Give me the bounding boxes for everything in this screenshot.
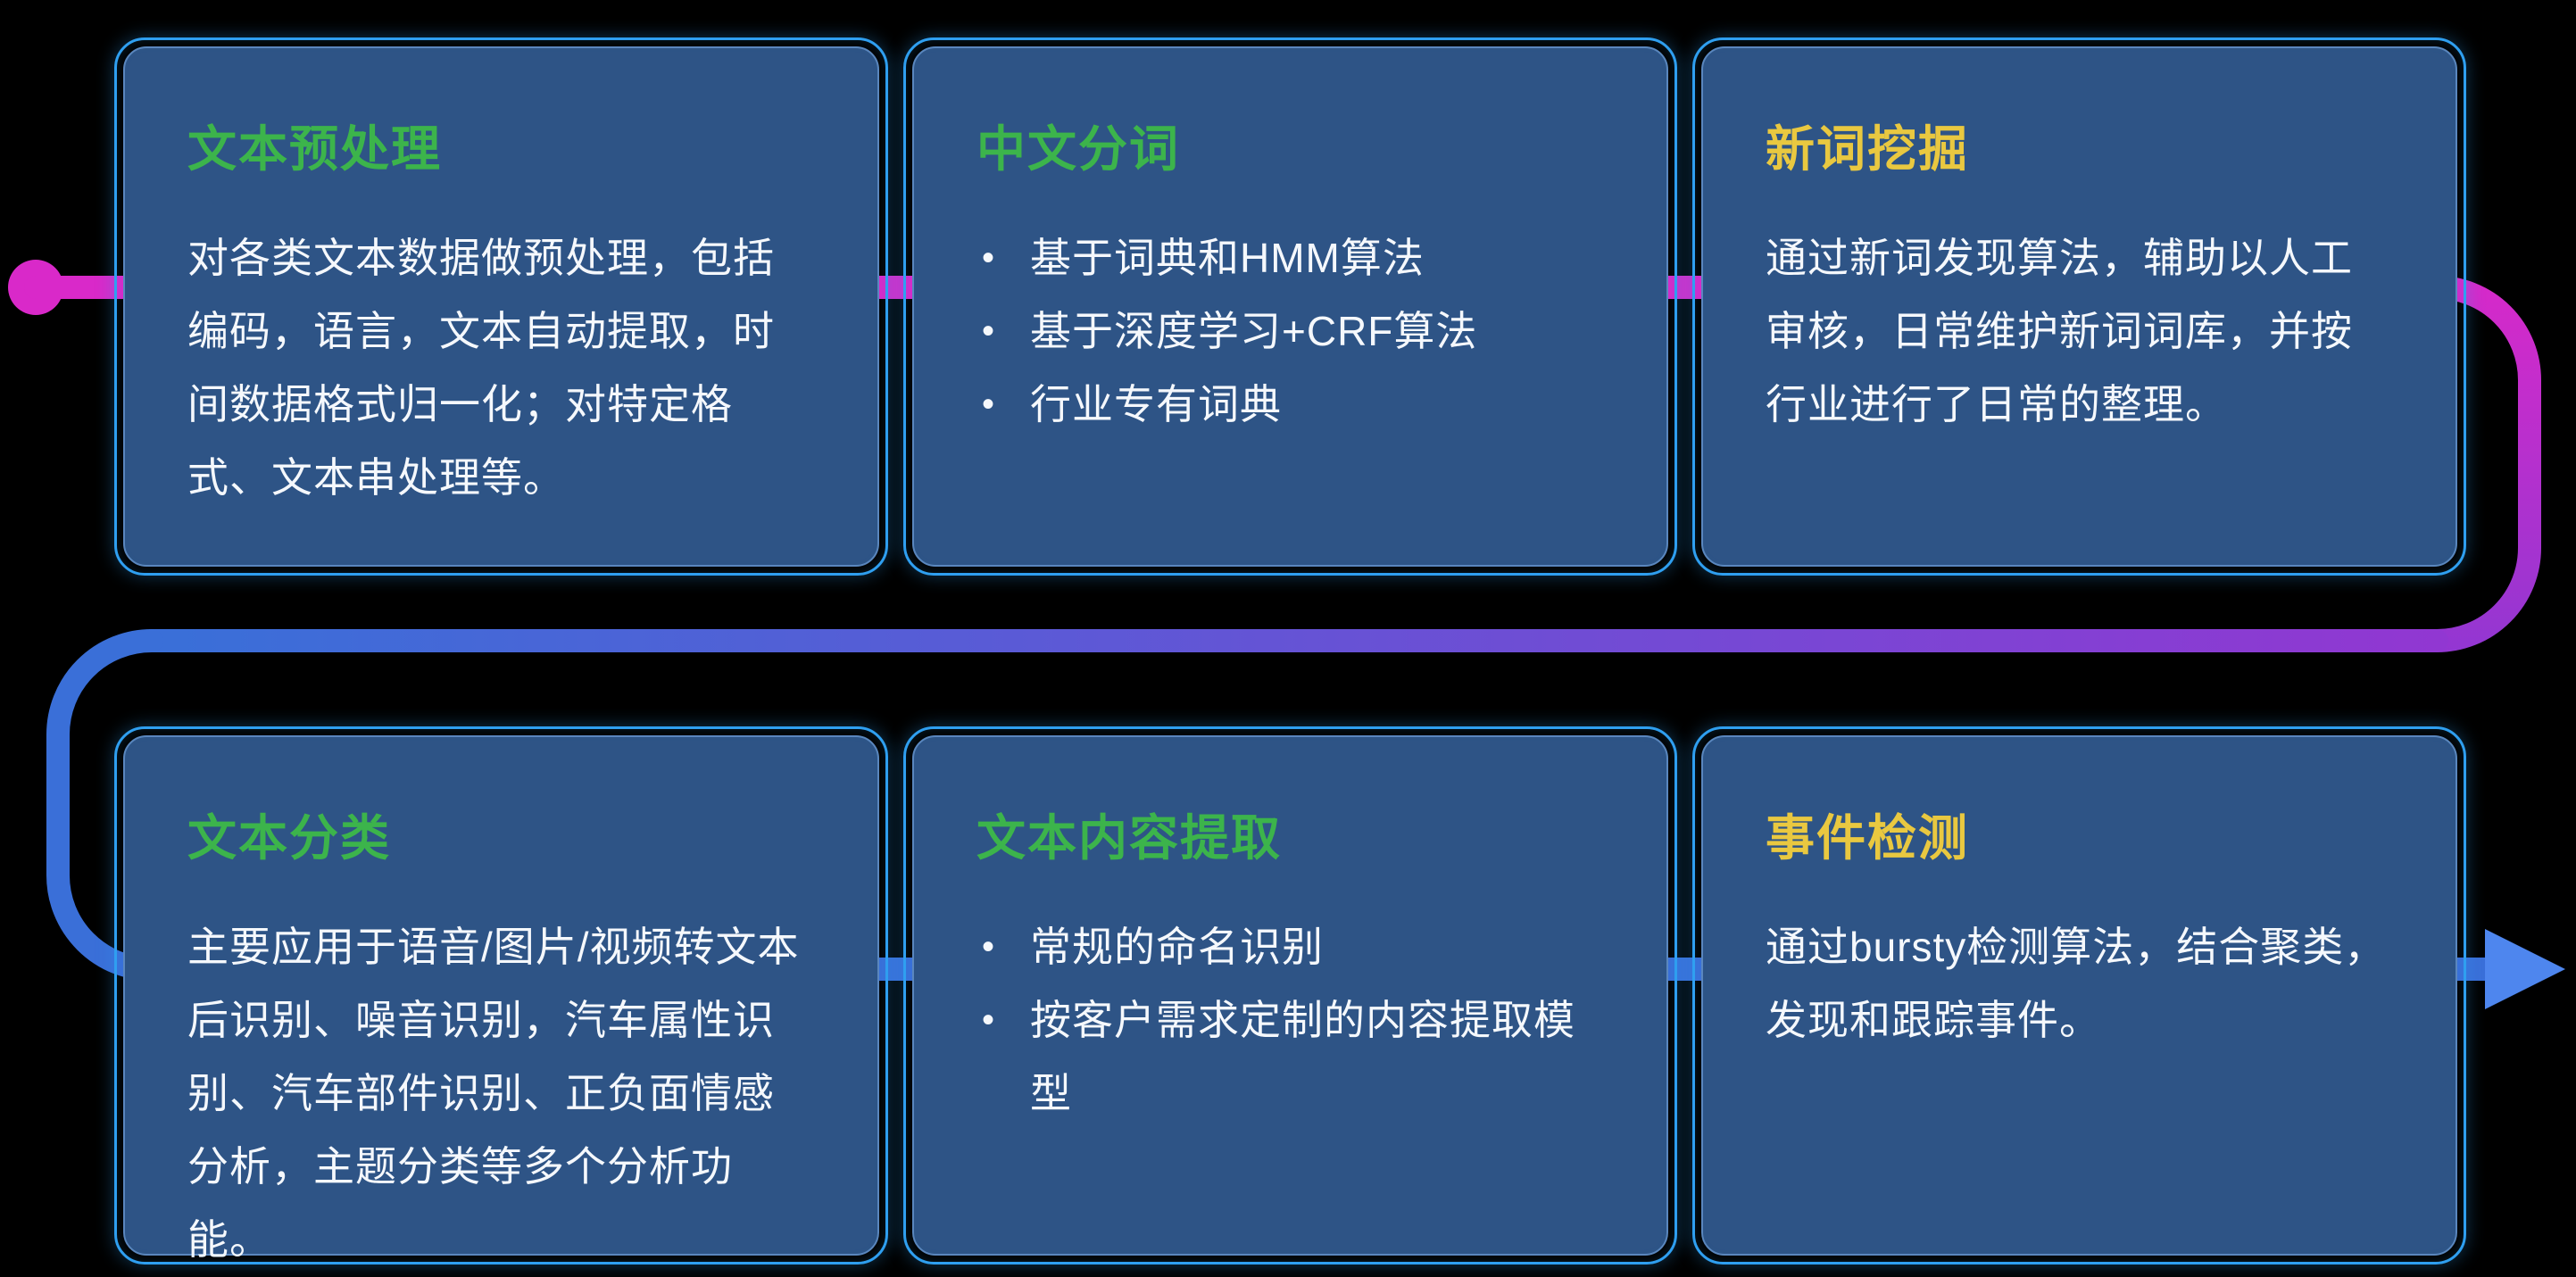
- card-bullet-list: 基于词典和HMM算法 基于深度学习+CRF算法 行业专有词典: [976, 221, 1604, 441]
- card-bullet-list: 常规的命名识别 按客户需求定制的内容提取模型: [976, 910, 1604, 1130]
- card-body: 通过bursty检测算法，结合聚类，发现和跟踪事件。: [1766, 924, 2387, 1043]
- bullet-item: 按客户需求定制的内容提取模型: [976, 983, 1604, 1130]
- card-title: 文本预处理: [187, 121, 443, 177]
- card-text-content-extraction: 文本内容提取 常规的命名识别 按客户需求定制的内容提取模型: [903, 726, 1677, 1265]
- card-event-detection: 事件检测 通过bursty检测算法，结合聚类，发现和跟踪事件。: [1692, 726, 2466, 1265]
- card-chinese-word-segmentation: 中文分词 基于词典和HMM算法 基于深度学习+CRF算法 行业专有词典: [903, 37, 1677, 576]
- card-text-preprocessing: 文本预处理 对各类文本数据做预处理，包括编码，语言，文本自动提取，时间数据格式归…: [114, 37, 888, 576]
- card-title: 事件检测: [1766, 810, 1970, 866]
- card-title: 文本内容提取: [976, 810, 1283, 866]
- card-body: 通过新词发现算法，辅助以人工审核，日常维护新词词库，并按行业进行了日常的整理。: [1766, 235, 2353, 427]
- card-text-classification: 文本分类 主要应用于语音/图片/视频转文本后识别、噪音识别，汽车属性识别、汽车部…: [114, 726, 888, 1265]
- bullet-item: 基于词典和HMM算法: [976, 221, 1604, 294]
- bullet-item: 常规的命名识别: [976, 910, 1604, 983]
- card-title: 新词挖掘: [1766, 121, 1970, 177]
- card-body: 主要应用于语音/图片/视频转文本后识别、噪音识别，汽车属性识别、汽车部件识别、正…: [187, 924, 800, 1263]
- card-title: 中文分词: [976, 121, 1181, 177]
- bullet-item: 行业专有词典: [976, 368, 1604, 441]
- card-body: 对各类文本数据做预处理，包括编码，语言，文本自动提取，时间数据格式归一化；对特定…: [187, 235, 775, 501]
- flow-start-dot: [8, 260, 63, 315]
- card-title: 文本分类: [187, 810, 392, 866]
- card-new-word-mining: 新词挖掘 通过新词发现算法，辅助以人工审核，日常维护新词词库，并按行业进行了日常…: [1692, 37, 2466, 576]
- flow-arrow-icon: [2485, 929, 2565, 1009]
- bullet-item: 基于深度学习+CRF算法: [976, 294, 1604, 368]
